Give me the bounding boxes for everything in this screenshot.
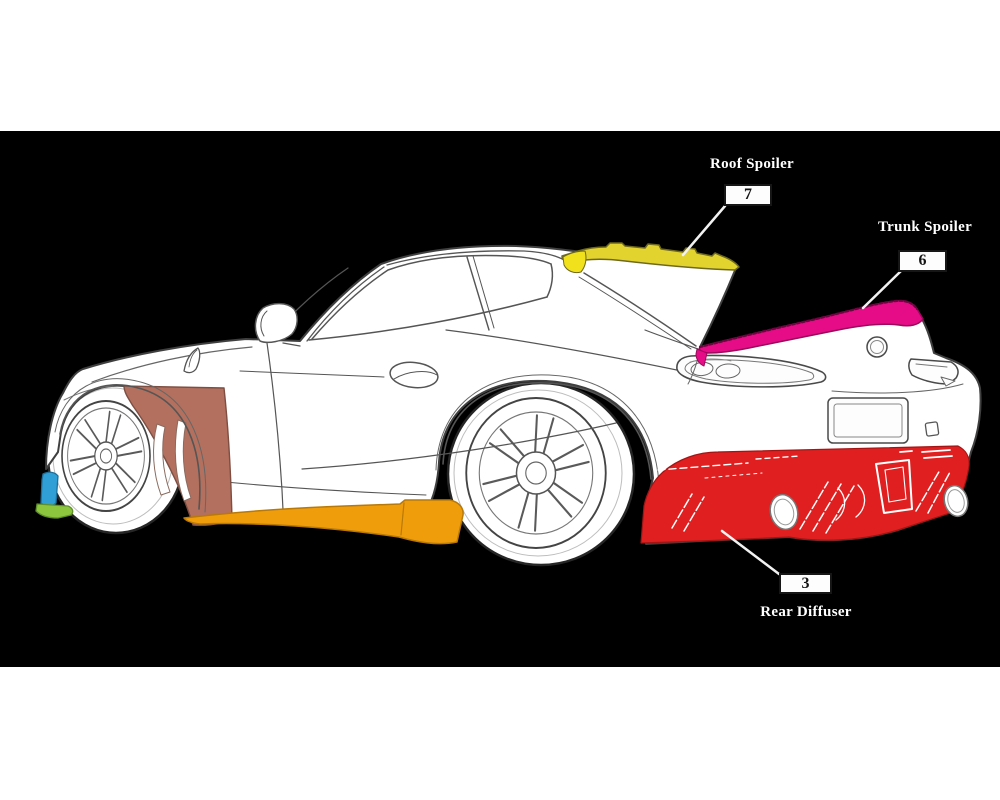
door-handle (389, 361, 439, 389)
side-skirt-part (183, 499, 464, 545)
taillight-left (676, 354, 827, 388)
body-line-details (63, 250, 964, 511)
beltline (308, 296, 548, 341)
rear-diffuser-number: 3 (801, 574, 810, 592)
trunk-spoiler-number: 6 (918, 252, 927, 269)
hatch-seam (644, 329, 699, 350)
callout-leader-lines (681, 204, 903, 576)
roof-spoiler-number-box: 7 (724, 184, 772, 206)
roof-spoiler-part (561, 242, 740, 274)
roof-spoiler-leader (681, 204, 727, 257)
car-illustration (35, 204, 982, 576)
front-splitter-part (35, 503, 74, 519)
quarter-glass-rear-edge (546, 263, 554, 298)
trunk-spoiler-leader (861, 269, 903, 310)
trunk-spoiler-part (695, 299, 924, 367)
a-pillar (306, 266, 385, 342)
side-mirror (254, 302, 298, 344)
rear-wheel-spokes (482, 414, 590, 532)
diffuser-detail-lines (657, 449, 953, 534)
front-canard-part (40, 471, 59, 508)
front-wheel-spokes (69, 410, 143, 502)
side-marker (924, 421, 940, 437)
trunk-spoiler-label: Trunk Spoiler (877, 219, 973, 235)
exhaust-tips (769, 484, 969, 531)
trunk-spoiler-number-box: 6 (898, 250, 947, 272)
rear-diffuser-number-box: 3 (779, 573, 832, 594)
roofline-inner (386, 250, 567, 266)
rear-diffuser-part (640, 445, 970, 544)
roof-spoiler-number: 7 (744, 186, 752, 203)
taillight-right (908, 358, 959, 385)
shoulder-crease (445, 329, 702, 376)
roof-spoiler-label: Roof Spoiler (709, 156, 795, 172)
license-plate-recess (827, 397, 909, 444)
c-pillar-glass-edge (583, 272, 697, 347)
rear-emblem (866, 336, 888, 358)
rear-diffuser-leader (720, 529, 781, 576)
fender-garnish-part (123, 385, 233, 527)
door-seam (266, 342, 284, 511)
b-pillar (466, 256, 490, 331)
wheel-arch-flares (54, 374, 660, 513)
rear-wheel (446, 381, 636, 567)
rear-diffuser-label: Rear Diffuser (760, 604, 852, 620)
hood-vent (183, 347, 201, 374)
side-glass-top (311, 254, 552, 340)
